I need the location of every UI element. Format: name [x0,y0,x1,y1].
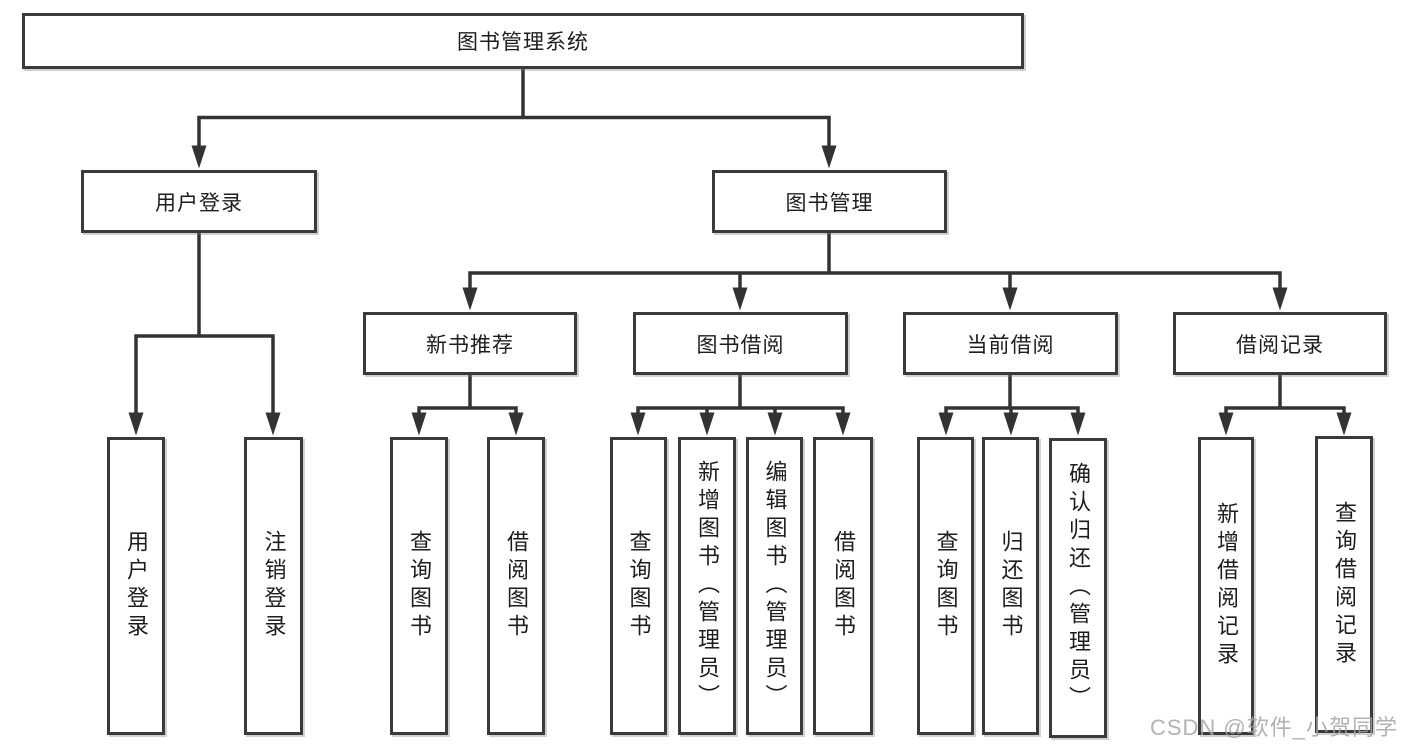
node-leaf-cb-return-books: 归还图书 [982,437,1039,735]
arrow-down-icon [699,412,715,436]
arrow-down-icon [938,412,954,436]
arrow-down-icon [1003,412,1019,436]
node-current-borrow: 当前借阅 [903,312,1118,375]
arrow-down-icon [1272,287,1288,311]
connector-bookmgmt-to-level3 [468,229,1282,294]
connector-userlogin-to-children [134,229,275,418]
node-leaf-nbr-query-books: 查询图书 [390,437,448,735]
connector-records-to-children [1224,371,1346,420]
connector-bookborrow-to-children [636,371,845,420]
node-root: 图书管理系统 [22,13,1024,69]
node-book-management: 图书管理 [712,170,947,233]
node-leaf-nbr-borrow-books: 借阅图书 [487,437,545,735]
node-leaf-br-add-record: 新增借阅记录 [1198,437,1254,735]
arrow-down-icon [128,412,144,436]
node-leaf-bb-borrow-books: 借阅图书 [813,437,873,735]
arrow-down-icon [630,412,646,436]
arrow-down-icon [767,412,783,436]
node-leaf-cb-query-books: 查询图书 [917,437,974,735]
node-new-book-recommend: 新书推荐 [363,312,577,375]
node-leaf-br-query-record: 查询借阅记录 [1315,436,1373,733]
arrow-down-icon [1336,412,1352,436]
arrowheads [128,145,1352,436]
arrow-down-icon [1218,412,1234,436]
connector-currentborrow-to-children [944,371,1080,420]
node-leaf-bb-query-books: 查询图书 [610,437,667,735]
node-book-borrow: 图书借阅 [633,312,848,375]
node-borrow-records: 借阅记录 [1173,312,1387,375]
connector-newbook-to-children [417,371,518,420]
arrow-down-icon [411,412,427,436]
arrow-down-icon [835,412,851,436]
node-leaf-user-login: 用户登录 [107,437,165,735]
node-leaf-bb-edit-books-admin: 编辑图书（管理员） [746,437,803,735]
arrow-down-icon [191,145,207,169]
node-leaf-bb-add-books-admin: 新增图书（管理员） [678,437,736,735]
connector-root-to-level2 [197,65,831,152]
arrow-down-icon [732,287,748,311]
arrow-down-icon [1070,412,1086,436]
arrow-down-icon [508,412,524,436]
arrow-down-icon [821,145,837,169]
csdn-watermark: CSDN @软件_小贺同学 [1149,715,1398,740]
arrow-down-icon [462,287,478,311]
node-user-login: 用户登录 [81,170,317,233]
arrow-down-icon [265,412,281,436]
node-leaf-cb-confirm-return-admin: 确认归还（管理员） [1049,438,1107,738]
node-leaf-logout: 注销登录 [244,437,303,735]
arrow-down-icon [1002,287,1018,311]
